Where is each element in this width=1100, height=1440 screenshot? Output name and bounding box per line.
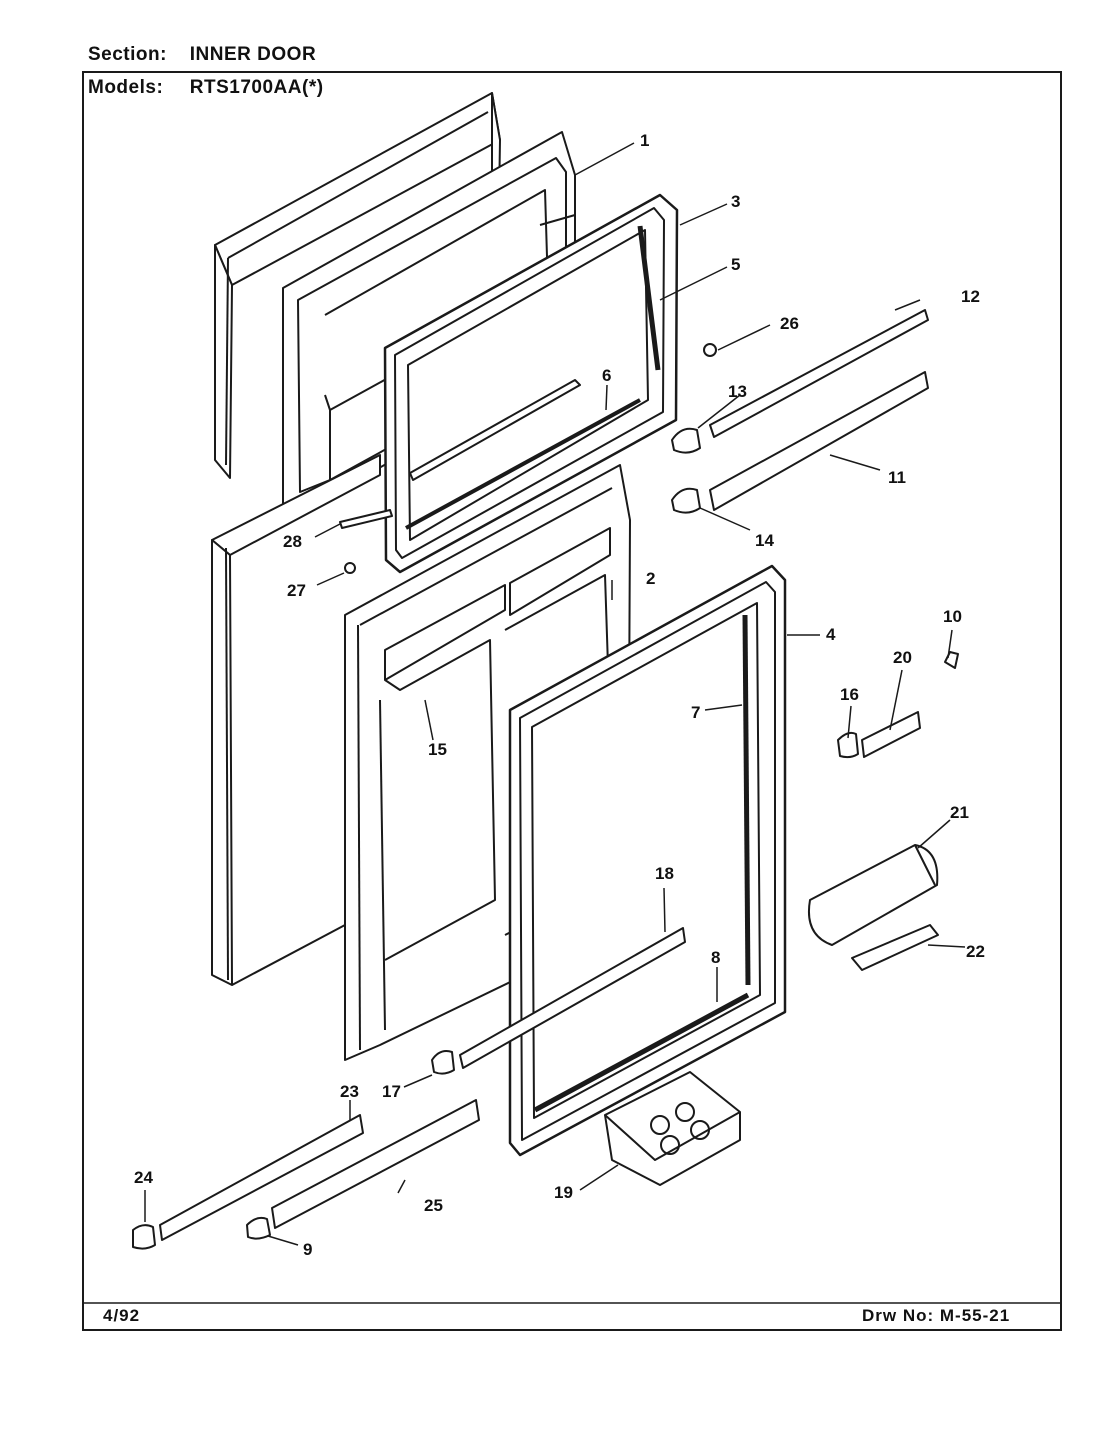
callout-7: 7 xyxy=(691,703,700,722)
models-value: RTS1700AA(*) xyxy=(189,77,324,98)
callout-16: 16 xyxy=(840,685,859,704)
part-9-cap xyxy=(246,1216,271,1240)
callout-5: 5 xyxy=(731,255,740,274)
callout-19: 19 xyxy=(554,1183,573,1202)
callout-3: 3 xyxy=(731,192,740,211)
part-11-strip xyxy=(709,371,929,511)
callout-24: 24 xyxy=(134,1168,153,1187)
part-10-clip xyxy=(944,651,959,669)
part-14-cap xyxy=(671,487,701,514)
part-23-strip xyxy=(159,1114,364,1241)
callout-9: 9 xyxy=(303,1240,312,1259)
section-header: Section: INNER DOOR xyxy=(88,44,316,66)
part-17-cap xyxy=(431,1050,455,1075)
callout-28: 28 xyxy=(283,532,302,551)
lower-outer-door-panel xyxy=(211,454,381,986)
part-24-cap xyxy=(132,1224,156,1250)
part-13-cap xyxy=(671,427,701,454)
callout-27: 27 xyxy=(287,581,306,600)
part-21-bin xyxy=(808,844,939,946)
callout-8: 8 xyxy=(711,948,720,967)
callout-10: 10 xyxy=(943,607,962,626)
diagram-frame xyxy=(82,71,1062,1331)
callout-15: 15 xyxy=(428,740,447,759)
callout-18: 18 xyxy=(655,864,674,883)
callout-labels: 1 2 3 4 5 6 7 8 9 10 11 12 13 14 15 16 1… xyxy=(134,131,985,1259)
part-25-strip xyxy=(271,1099,480,1229)
part-6-strip xyxy=(409,379,581,481)
footer-drawing-number: Drw No: M-55-21 xyxy=(862,1306,1011,1325)
callout-22: 22 xyxy=(966,942,985,961)
callout-12: 12 xyxy=(961,287,980,306)
callout-1: 1 xyxy=(640,131,649,150)
callout-6: 6 xyxy=(602,366,611,385)
callout-4: 4 xyxy=(826,625,836,644)
callout-13: 13 xyxy=(728,382,747,401)
part-22-tray xyxy=(851,924,939,971)
callout-2: 2 xyxy=(646,569,655,588)
callout-leaders xyxy=(144,142,966,1246)
models-header: Models: RTS1700AA(*) xyxy=(88,77,324,99)
part-16-cap xyxy=(837,731,859,759)
part-28-strip xyxy=(339,509,393,529)
section-label: Section: xyxy=(88,44,167,65)
upper-door-gasket xyxy=(383,193,679,574)
part-12-strip xyxy=(709,309,929,438)
part-26-screw xyxy=(703,343,717,357)
callout-20: 20 xyxy=(893,648,912,667)
part-27-screw xyxy=(344,562,356,574)
models-label: Models: xyxy=(88,77,164,98)
part-20-strip xyxy=(861,711,921,758)
section-value: INNER DOOR xyxy=(189,44,317,65)
callout-23: 23 xyxy=(340,1082,359,1101)
callout-26: 26 xyxy=(780,314,799,333)
part-18-strip xyxy=(459,927,686,1069)
callout-21: 21 xyxy=(950,803,969,822)
callout-11: 11 xyxy=(888,468,906,487)
part-19-dairy-bin xyxy=(604,1071,741,1186)
callout-17: 17 xyxy=(382,1082,401,1101)
callout-14: 14 xyxy=(755,531,774,550)
footer-date: 4/92 xyxy=(103,1306,141,1325)
callout-25: 25 xyxy=(424,1196,443,1215)
